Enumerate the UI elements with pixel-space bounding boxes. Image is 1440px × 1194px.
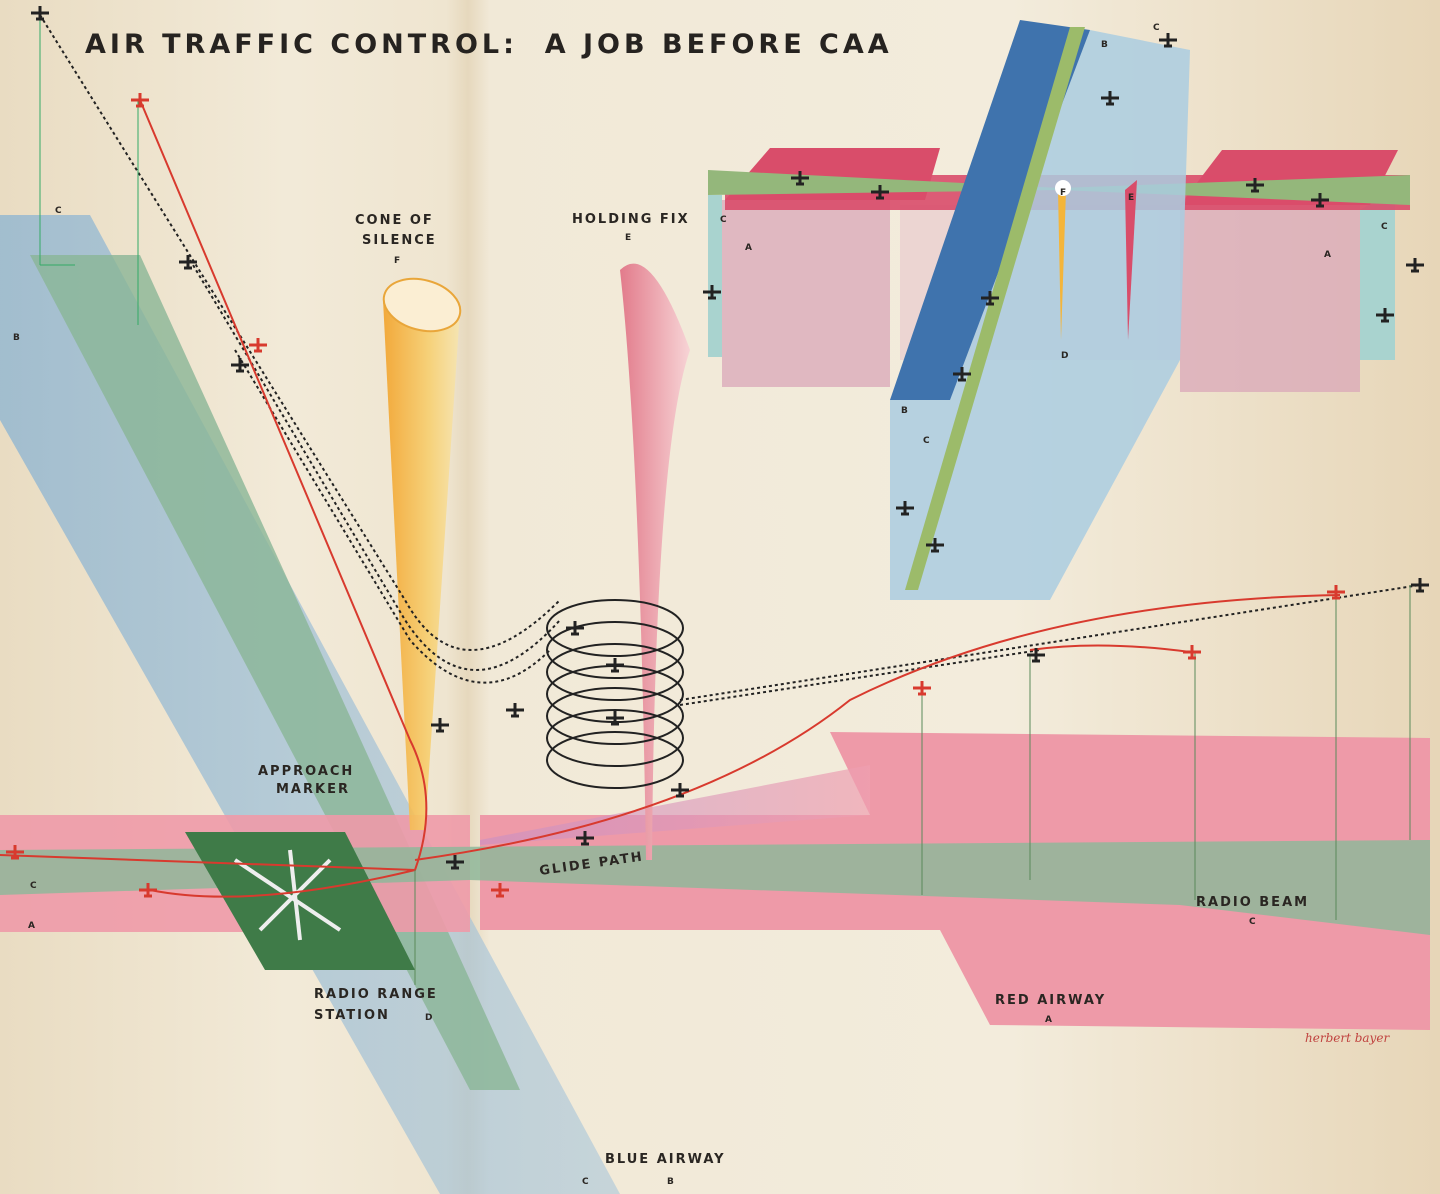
plane-icon <box>504 701 526 719</box>
inset-letter-c: C <box>720 215 727 225</box>
page-title: AIR TRAFFIC CONTROL: A JOB BEFORE CAA <box>85 29 893 60</box>
left-letter-c: C <box>55 206 62 216</box>
inset-letter-c: C <box>1381 222 1388 232</box>
cone-letter: F <box>394 256 400 266</box>
radio-beam-label: RADIO BEAM <box>1196 895 1309 910</box>
plane-icon <box>1404 256 1426 274</box>
inset-letter-c: C <box>1153 23 1160 33</box>
inset-letter-c: C <box>923 436 930 446</box>
radio-range-station-label: RADIO RANGE <box>314 987 438 1002</box>
plane-icon <box>429 716 451 734</box>
radio-beam-letter: C <box>1249 917 1256 927</box>
cone-of-silence-label: SILENCE <box>362 233 437 248</box>
plane-icon <box>911 679 933 697</box>
approach-marker-label: MARKER <box>276 782 350 797</box>
holding-fix-label: HOLDING FIX <box>572 212 690 227</box>
plane-icon <box>1325 583 1347 601</box>
plane-icon <box>604 656 626 674</box>
left-letter-a: A <box>28 921 35 931</box>
inset-letter-f: F <box>1060 188 1066 198</box>
altitude-lines <box>414 585 1411 985</box>
plane-icon <box>229 356 251 374</box>
blue-airway-letter: B <box>667 1177 674 1187</box>
inset-letter-a: A <box>1324 250 1331 260</box>
inset-letter-b: B <box>1101 40 1108 50</box>
red-airway-letter: A <box>1045 1015 1052 1025</box>
left-letter-b: B <box>13 333 20 343</box>
cone-of-silence <box>383 287 460 831</box>
approach-marker-label: APPROACH <box>258 764 354 779</box>
red-flight-route <box>0 99 1341 898</box>
blue-airway-label: BLUE AIRWAY <box>605 1152 726 1167</box>
inset-letter-b: B <box>901 406 908 416</box>
left-letter-c: C <box>30 881 37 891</box>
cone-of-silence-label: CONE OF <box>355 213 434 228</box>
plane-icon <box>669 781 691 799</box>
plane-icon <box>247 336 269 354</box>
plane-icon <box>29 4 51 22</box>
approach-dotted-paths <box>39 14 1421 706</box>
inset-3d-diagram: B C C A F E C A D B C <box>701 20 1426 600</box>
plane-icon <box>129 91 151 109</box>
inset-letter-e: E <box>1128 193 1134 203</box>
holding-letter: E <box>625 233 631 243</box>
glide-path-wedge <box>480 765 870 845</box>
artist-signature: herbert bayer <box>1305 1031 1390 1045</box>
plane-icon <box>1409 576 1431 594</box>
red-airway-label: RED AIRWAY <box>995 993 1106 1008</box>
holding-fix-cone <box>620 263 690 861</box>
blue-airway-letter: C <box>582 1177 589 1187</box>
inset-letter-d: D <box>1061 351 1068 361</box>
station-letter: D <box>425 1013 432 1023</box>
inset-letter-a: A <box>745 243 752 253</box>
radio-range-station-label: STATION <box>314 1008 390 1023</box>
plane-icon <box>604 709 626 727</box>
plane-icon <box>564 619 586 637</box>
plane-icon <box>1181 643 1203 661</box>
